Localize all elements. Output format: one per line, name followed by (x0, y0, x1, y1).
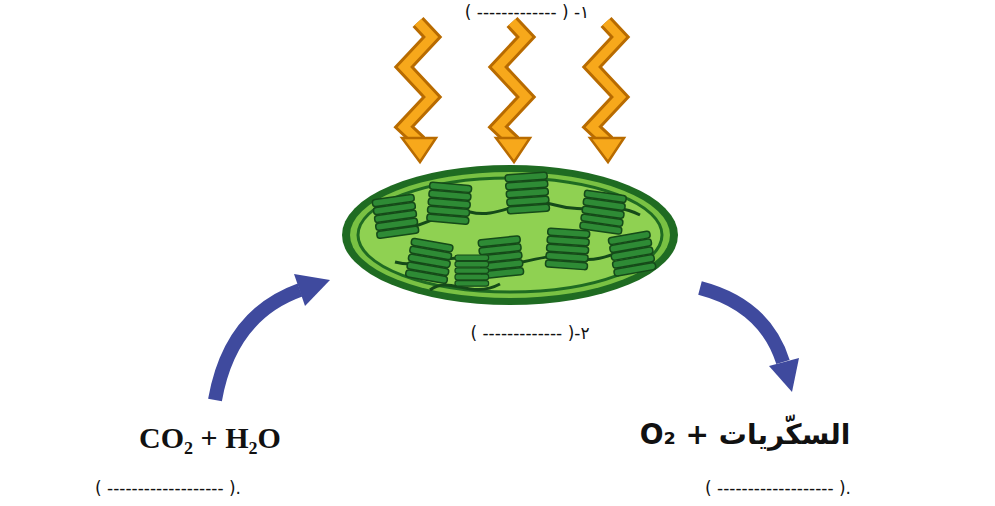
blank-label: ( ------------- )-٢ (470, 323, 589, 343)
chloroplast (342, 165, 678, 305)
blank-label: ( ------------- ) -١ (465, 2, 590, 22)
light-arrows (402, 22, 624, 162)
input-arrow (215, 274, 330, 400)
products-label: السكّريات + O₂ (640, 418, 851, 452)
reactants-label: CO₂ + H₂O (139, 420, 281, 456)
output-arrow (700, 288, 799, 392)
blank-label: ( ------------------- ). (95, 478, 241, 498)
blank-label: ( ------------------- ). (705, 478, 851, 498)
